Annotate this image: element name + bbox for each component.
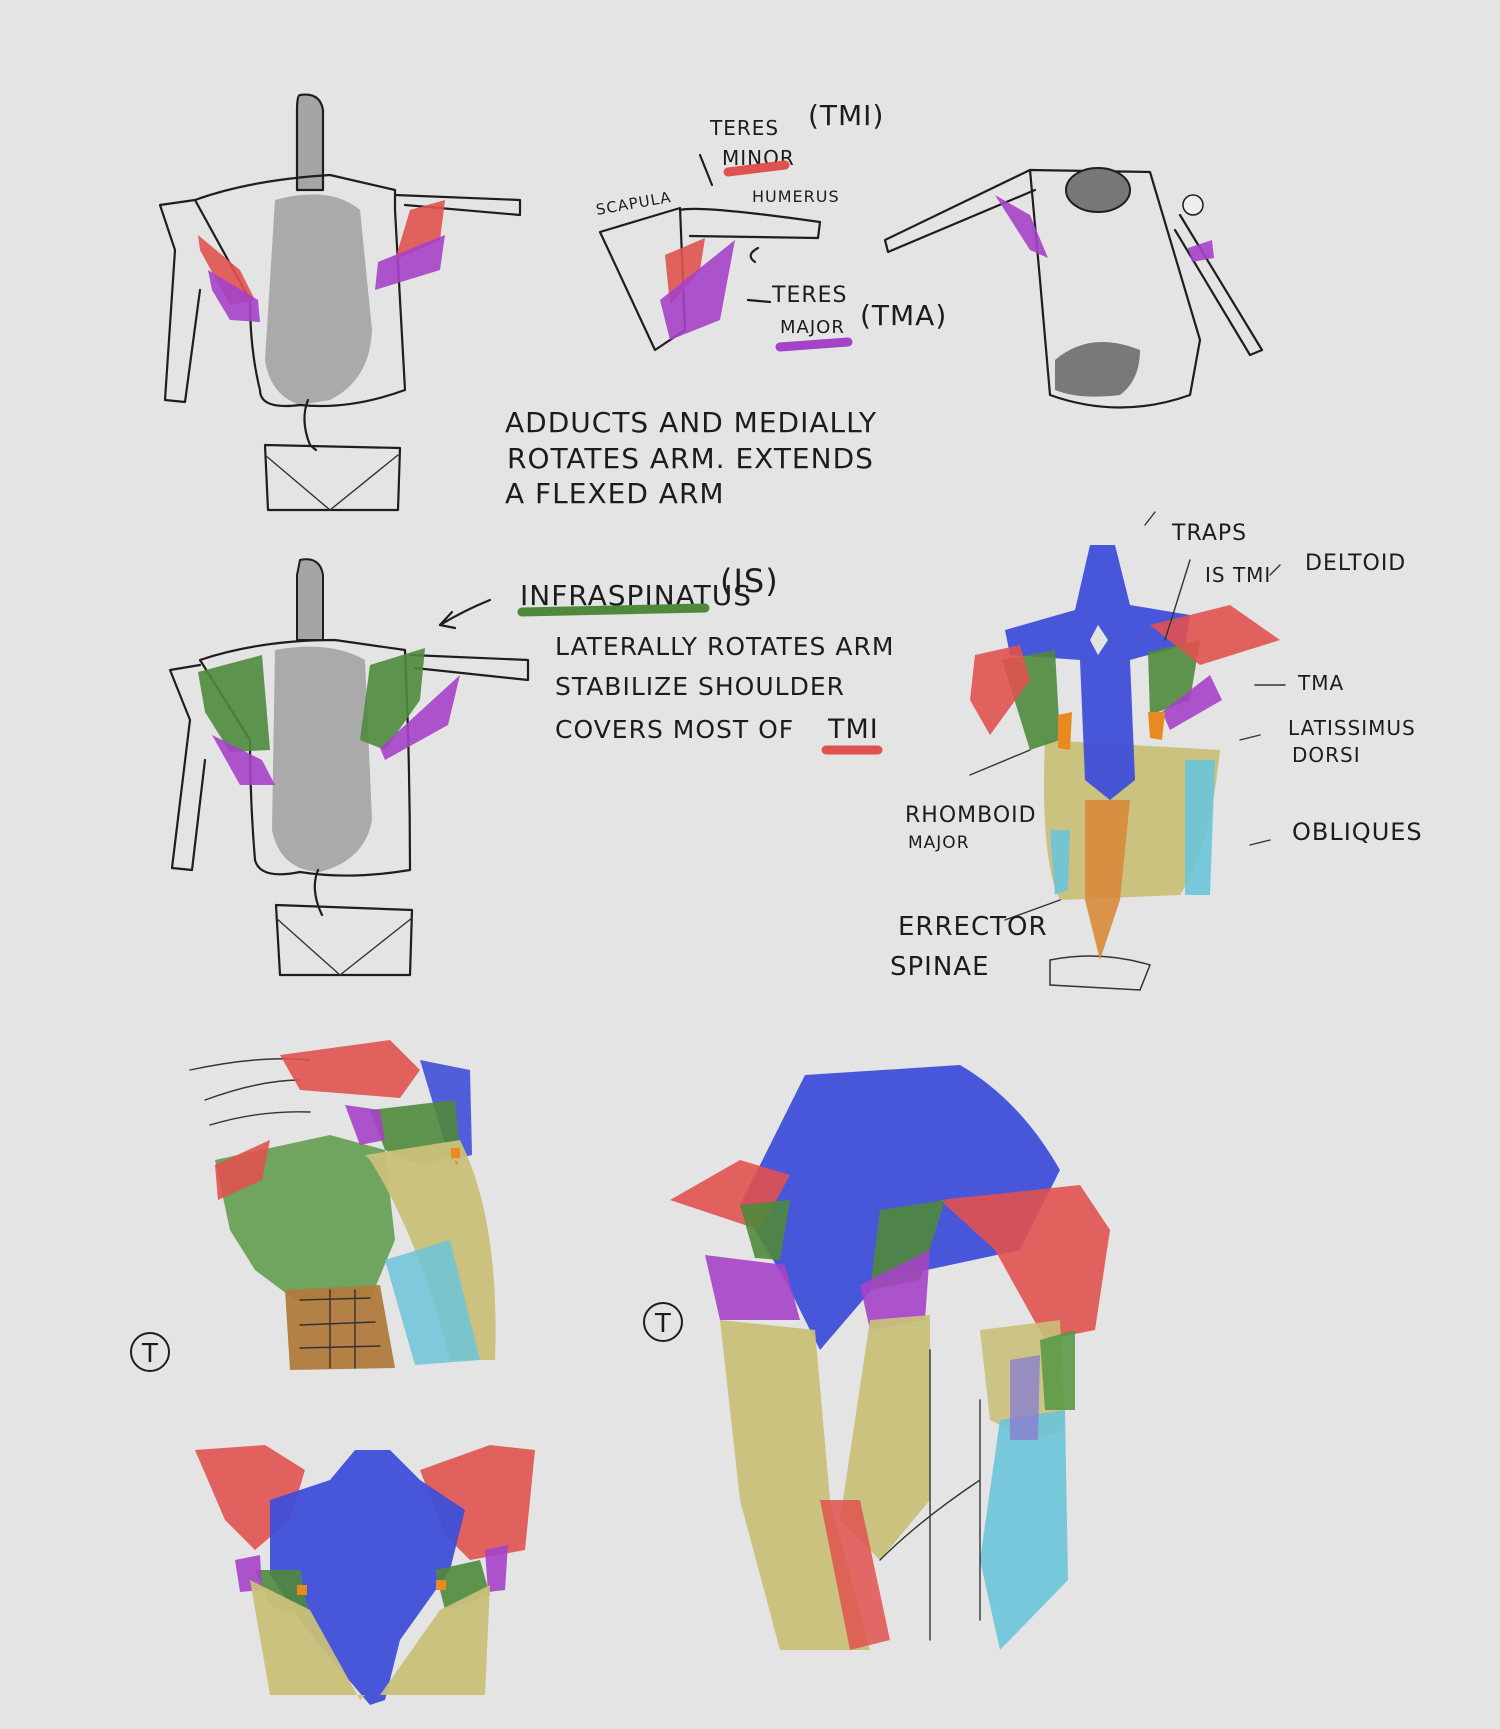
section2-note-line-3-tmi: TMI	[827, 714, 879, 745]
latissimus-twisted-mid	[840, 1315, 930, 1560]
rhomboid-topdown-left	[297, 1585, 307, 1595]
underline-teres-major	[775, 337, 853, 352]
deltoid-map-left	[970, 645, 1030, 735]
label-latissimus-2: DORSI	[1292, 743, 1361, 767]
abbr-tmi: (TMI)	[808, 99, 884, 132]
teres-minor-left	[198, 235, 255, 305]
teres-major-side-right	[1188, 240, 1214, 262]
teres-minor-right	[395, 200, 445, 260]
marker-left: T	[141, 1339, 159, 1369]
teres-major-right-2	[380, 675, 460, 760]
section2-note-line-2: STABILIZE SHOULDER	[555, 672, 845, 701]
label-rhomboid-1: RHOMBOID	[905, 803, 1037, 828]
obliques-map	[1185, 760, 1215, 895]
figure-muscle-map	[969, 511, 1286, 991]
infraspinatus-twisted-right	[870, 1200, 945, 1290]
teres-major-topdown-right	[485, 1545, 508, 1592]
section1-note-line-3: A FLEXED ARM	[505, 477, 725, 510]
label-tma: TMA	[1297, 671, 1344, 695]
marker-circle-left	[130, 1332, 170, 1372]
label-humerus: HUMERUS	[752, 187, 840, 206]
figure-back-infraspinatus	[168, 558, 530, 977]
abbr-is: (IS)	[720, 562, 779, 600]
teres-major-map	[1162, 675, 1222, 730]
scapula-detail	[598, 153, 822, 352]
erector-side	[285, 1285, 395, 1370]
latissimus-topdown-left	[250, 1580, 365, 1700]
label-traps: TRAPS	[1171, 521, 1247, 546]
label-teres-minor-1: TERES	[709, 116, 779, 140]
label-latissimus-1: LATISSIMUS	[1288, 716, 1416, 740]
deltoid-side-back	[215, 1140, 270, 1200]
infraspinatus-left	[198, 655, 270, 752]
label-obliques: OBLIQUES	[1292, 818, 1423, 846]
marker-circle-right	[643, 1302, 683, 1342]
rhomboid-map-left	[1058, 712, 1072, 750]
spine-shading-2	[272, 646, 372, 872]
label-teres-major-1: TERES	[771, 283, 848, 308]
traps-gap	[1090, 625, 1108, 655]
figure-twisted-back	[670, 1065, 1110, 1650]
spine-top-ellipse	[1065, 167, 1131, 213]
latissimus-topdown-right	[380, 1585, 490, 1695]
figure-side-torso	[189, 1040, 496, 1370]
underline-infraspinatus	[517, 603, 710, 617]
label-teres-major-2: MAJOR	[780, 317, 845, 338]
rhomboid-side	[451, 1148, 460, 1158]
obliques-map-left	[1050, 830, 1070, 895]
serratus-twisted	[1010, 1355, 1040, 1440]
obliques-side	[385, 1240, 480, 1365]
section1-note-line-2: ROTATES ARM. EXTENDS	[507, 442, 874, 475]
deltoid-side	[280, 1040, 420, 1098]
infraspinatus-twisted-left	[740, 1200, 790, 1260]
label-is-tmi: IS TMI	[1205, 563, 1271, 587]
figure-top-down-back	[195, 1445, 535, 1705]
infraspinatus-twisted-right-low	[1040, 1330, 1075, 1410]
teres-major-left	[208, 270, 260, 322]
figure-back-teres	[158, 93, 522, 512]
section1-note-line-1: ADDUCTS AND MEDIALLY	[505, 406, 877, 439]
teres-major-twisted-left	[705, 1255, 800, 1320]
deltoid-twisted-right	[940, 1185, 1110, 1340]
infraspinatus-right	[360, 648, 425, 750]
label-erector-2: SPINAE	[890, 952, 990, 982]
deltoid-map-right	[1150, 605, 1280, 665]
pelvis-shadow	[1055, 342, 1140, 397]
traps-map	[1005, 545, 1190, 800]
label-deltoid: DELTOID	[1305, 551, 1406, 576]
teres-major-detail	[660, 240, 735, 340]
teres-major-side-3	[345, 1105, 385, 1145]
rhomboid-topdown-right	[436, 1580, 446, 1590]
abbr-tma: (TMA)	[860, 299, 947, 332]
humerus-head	[1182, 194, 1204, 216]
marker-right: T	[654, 1309, 672, 1339]
spine-shading	[265, 194, 372, 405]
teres-major-left-2	[212, 735, 275, 785]
erector-twisted	[820, 1500, 890, 1650]
label-erector-1: ERRECTOR	[898, 912, 1048, 942]
latissimus-twisted-left	[720, 1320, 870, 1650]
section2-note-line-3-prefix: COVERS MOST OF	[555, 715, 794, 744]
label-rhomboid-2: MAJOR	[908, 833, 970, 853]
figure-topview-teres	[883, 167, 1264, 409]
underline-teres-minor	[723, 160, 790, 177]
teres-major-twisted-right	[860, 1250, 930, 1330]
erector-spinae-map	[1085, 800, 1130, 960]
teres-major-side	[995, 195, 1048, 258]
section2-note-line-1: LATERALLY ROTATES ARM	[555, 632, 894, 661]
teres-major-right	[375, 235, 445, 290]
rhomboid-map-right	[1148, 712, 1165, 740]
obliques-twisted	[980, 1410, 1068, 1650]
